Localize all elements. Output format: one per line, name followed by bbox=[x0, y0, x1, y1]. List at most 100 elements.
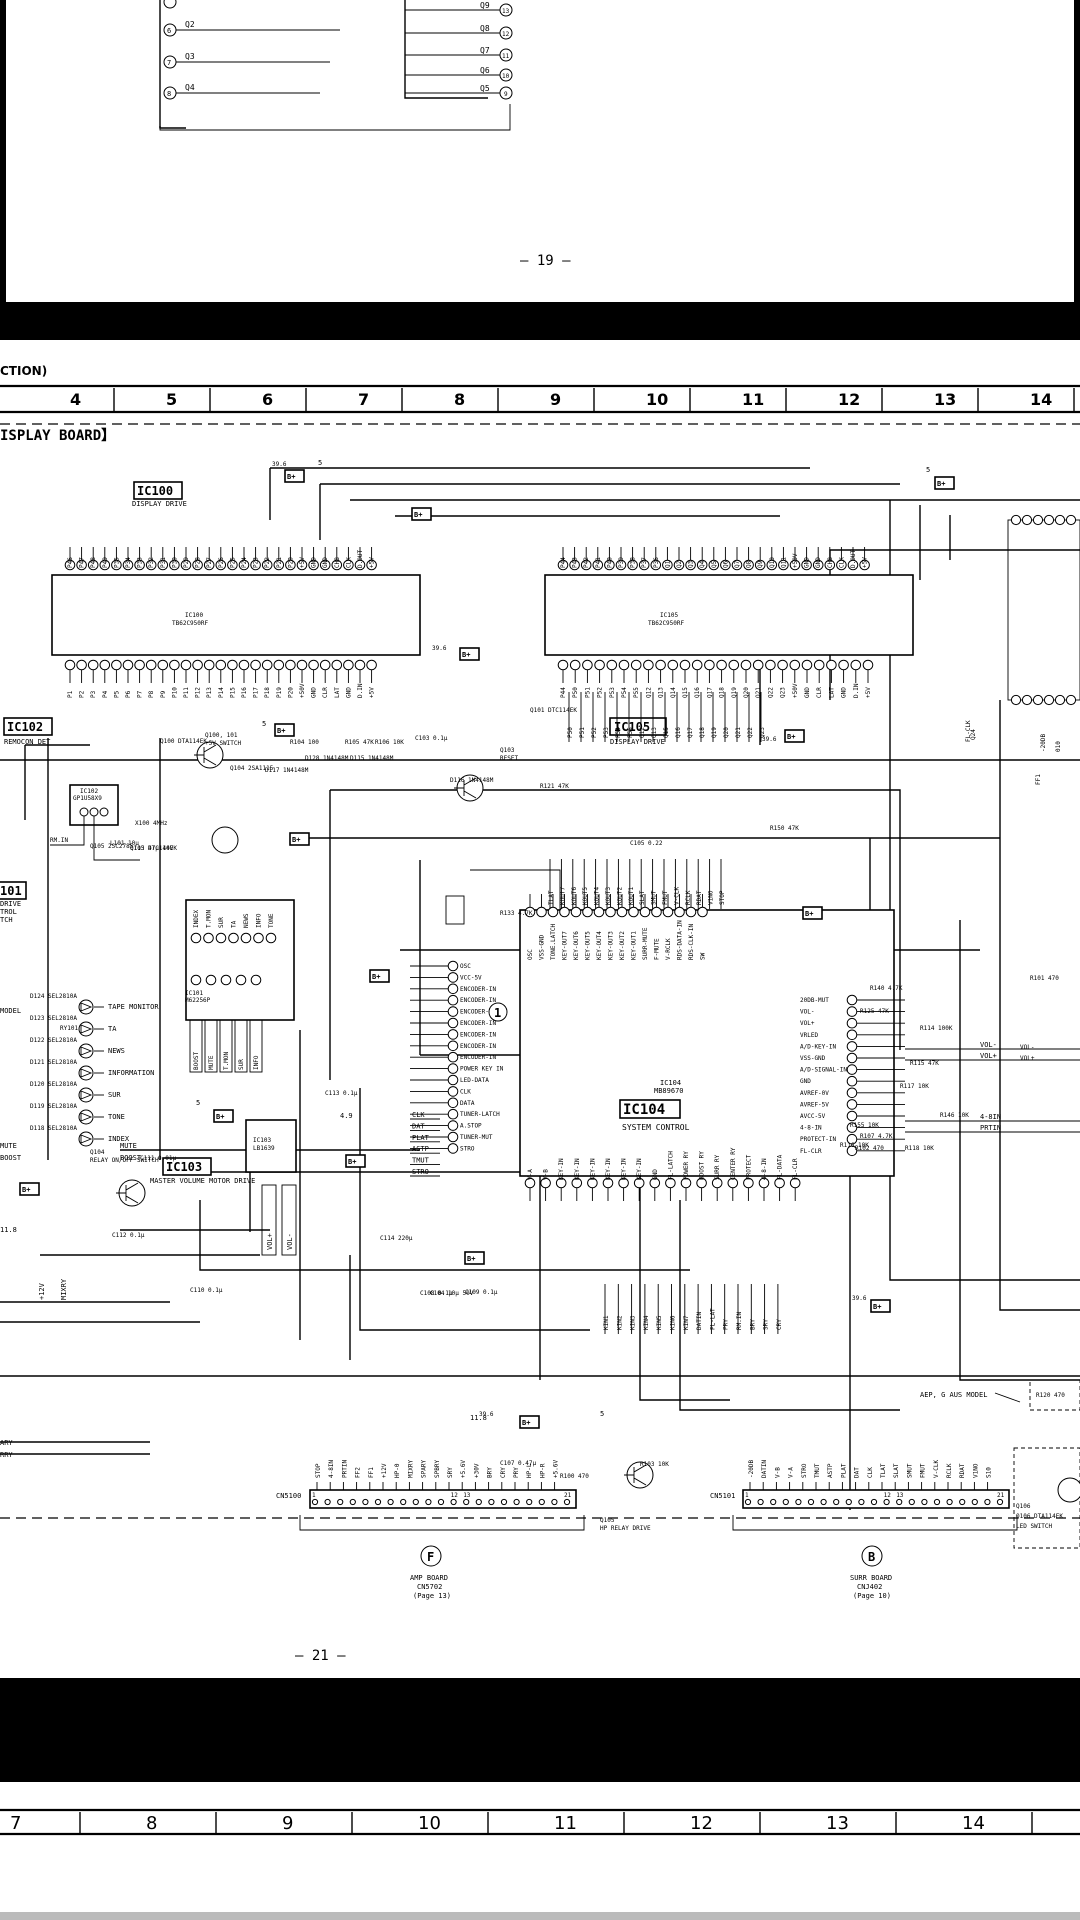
ic105-top-pin: Q8 bbox=[746, 560, 753, 568]
ic100-bottom-pin: P4 bbox=[102, 690, 109, 698]
supply-voltage: 39.6 bbox=[852, 1295, 867, 1302]
component-label: R118 10K bbox=[905, 1145, 934, 1152]
ic104-top-pin: KEY-OUT5 bbox=[585, 931, 592, 960]
grid-column-number: 5 bbox=[166, 390, 177, 409]
ic104-bottom-pin: FL-DATA bbox=[777, 1154, 784, 1180]
edge-label: 11.8 bbox=[0, 1226, 17, 1234]
ic100-bottom-pin: P20 bbox=[287, 687, 294, 698]
component-label: R125 47K bbox=[860, 1008, 889, 1015]
ic105-bottom-pin: LAT bbox=[828, 687, 835, 698]
supply-tag-b-plus: B+ bbox=[372, 973, 380, 981]
annotation-circle bbox=[488, 1002, 508, 1022]
ic103-pin-vol-plus: VOL+ bbox=[266, 1233, 274, 1250]
ic104-top-pin: OSC bbox=[527, 949, 534, 960]
ic104-body bbox=[519, 909, 895, 1177]
grid-column-number: 7 bbox=[358, 390, 369, 409]
cn5100-pin-label: FF2 bbox=[355, 1467, 362, 1478]
ic104-top-bus-label: SLAT bbox=[639, 890, 646, 905]
ic104-left-pin: TUNER-LATCH bbox=[460, 1111, 500, 1118]
ic105-bus-label: P54 bbox=[615, 727, 622, 738]
q106-ref: Q106 bbox=[1016, 1503, 1031, 1510]
ic104-left-signal: PLAT bbox=[412, 1134, 430, 1142]
supply-tag-b-plus: B+ bbox=[522, 1419, 530, 1427]
ic100-part-no: TB62C950RF bbox=[172, 620, 209, 627]
ic104-right-signal: 4-8IN bbox=[980, 1113, 1001, 1121]
cn5101-pin-label: TMUT bbox=[814, 1463, 821, 1478]
cn5101-pin-label: PLAT bbox=[840, 1463, 847, 1478]
ic103: IC103 MASTER VOLUME MOTOR DRIVE IC103 LB… bbox=[150, 1119, 297, 1256]
ic104-bottom-pin: GND bbox=[652, 1169, 659, 1180]
cn5101-pin-label: RDAT bbox=[959, 1463, 966, 1478]
ic100-top-pin: CLK bbox=[345, 557, 352, 568]
ic101-label-box bbox=[0, 881, 27, 900]
led-label: INDEX bbox=[108, 1135, 130, 1143]
ic103-label: IC103 bbox=[166, 1160, 202, 1174]
cn5101-pin-label: V-CLK bbox=[933, 1460, 940, 1478]
bottom-grid-column-number: 7 bbox=[10, 1813, 21, 1834]
cn5101-pin-label: RCLK bbox=[946, 1463, 953, 1478]
right-net-label: FF1 bbox=[1035, 774, 1042, 785]
ic100-top-pin: CH8 bbox=[334, 557, 341, 568]
ic105-top-pin: Q6 bbox=[722, 560, 729, 568]
ic101-input-label: TA bbox=[231, 920, 238, 928]
ic105-bottom-pin: Q17 bbox=[706, 687, 713, 698]
ic104-left-pin: OSC bbox=[460, 963, 471, 970]
edge-label: MIXRY bbox=[60, 1278, 68, 1300]
transistor-desc: +5V SWITCH bbox=[205, 740, 242, 747]
ic100-top-pin: +5V bbox=[299, 557, 306, 568]
ic100-bottom-pin: P6 bbox=[125, 690, 132, 698]
ic100-top-pin: P28 bbox=[195, 557, 202, 568]
ic104-right-signal: VOL- bbox=[980, 1041, 997, 1049]
ic104-top-bus-label: KOUT5 bbox=[582, 887, 589, 905]
component-label: C112 0.1μ bbox=[112, 1232, 145, 1239]
ic104-bottom-pin: KEY-IN bbox=[621, 1158, 628, 1180]
top-ic-pin-q2: Q2 bbox=[185, 20, 195, 29]
ic104-bottom-bus-label: RM.IN bbox=[736, 1312, 743, 1330]
ic104-right-pin: AVREF-5V bbox=[800, 1101, 829, 1108]
supply-tag-b-plus: B+ bbox=[414, 511, 422, 519]
ic105-top-pin: Q2 bbox=[676, 560, 683, 568]
ic104-top-bus-label: KOUT2 bbox=[616, 887, 623, 905]
ic104-function: SYSTEM CONTROL bbox=[622, 1123, 690, 1132]
cn5100-pin-label: SPARY bbox=[421, 1460, 428, 1478]
top-ic-pin-q5: Q5 bbox=[480, 84, 490, 93]
ic100-bottom-pin: GND bbox=[345, 687, 352, 698]
ic105-body bbox=[544, 574, 914, 656]
ic104-right-pin: VRLED bbox=[800, 1032, 818, 1039]
ic100-bottom-pin: P12 bbox=[195, 687, 202, 698]
ic100-bottom-pin: P13 bbox=[206, 687, 213, 698]
ic101-input-label: SUR bbox=[218, 917, 225, 928]
component-label: R105 47K bbox=[345, 739, 374, 746]
ic100-top-pin: P49 bbox=[102, 557, 109, 568]
ic104-left-pin: ENCODER-IN bbox=[460, 1020, 497, 1027]
ic105-bottom-pin: GND bbox=[804, 687, 811, 698]
ic100-top-pin: P33 bbox=[137, 557, 144, 568]
ic105-top-pin: P37 bbox=[641, 557, 648, 568]
grid-column-number: 8 bbox=[454, 390, 465, 409]
ic105-bottom-pin: P55 bbox=[633, 687, 640, 698]
cn5100-pin-label: MIXRY bbox=[407, 1460, 414, 1478]
ic104-bottom-pin: SURR RY bbox=[714, 1154, 721, 1180]
ic102-label-box bbox=[3, 717, 53, 736]
right-ic-fragment bbox=[1007, 519, 1080, 701]
supply-tag-b-plus: B+ bbox=[873, 1303, 881, 1311]
ic104-bottom-pin: BOOST RY bbox=[699, 1151, 706, 1180]
component-label: R121 47K bbox=[540, 783, 569, 790]
ic105-top-pin: P43 bbox=[572, 557, 579, 568]
component-label: C104 10μ 50V bbox=[430, 1290, 474, 1297]
ic102-part-no: GP1U58X9 bbox=[73, 795, 102, 802]
component-label: X100 4MHz bbox=[135, 820, 168, 827]
ic104-left-signal: ASTP bbox=[412, 1145, 429, 1153]
bottom-grid-column-number: 9 bbox=[282, 1813, 293, 1834]
ic105-bus-label: P52 bbox=[591, 727, 598, 738]
ic104-top-bus-label: KOUT1 bbox=[628, 887, 635, 905]
top-ic-pin-q3: Q3 bbox=[185, 52, 195, 61]
component-label: RY101 bbox=[60, 1025, 78, 1032]
bottom-grid-column-number: 14 bbox=[962, 1813, 985, 1834]
